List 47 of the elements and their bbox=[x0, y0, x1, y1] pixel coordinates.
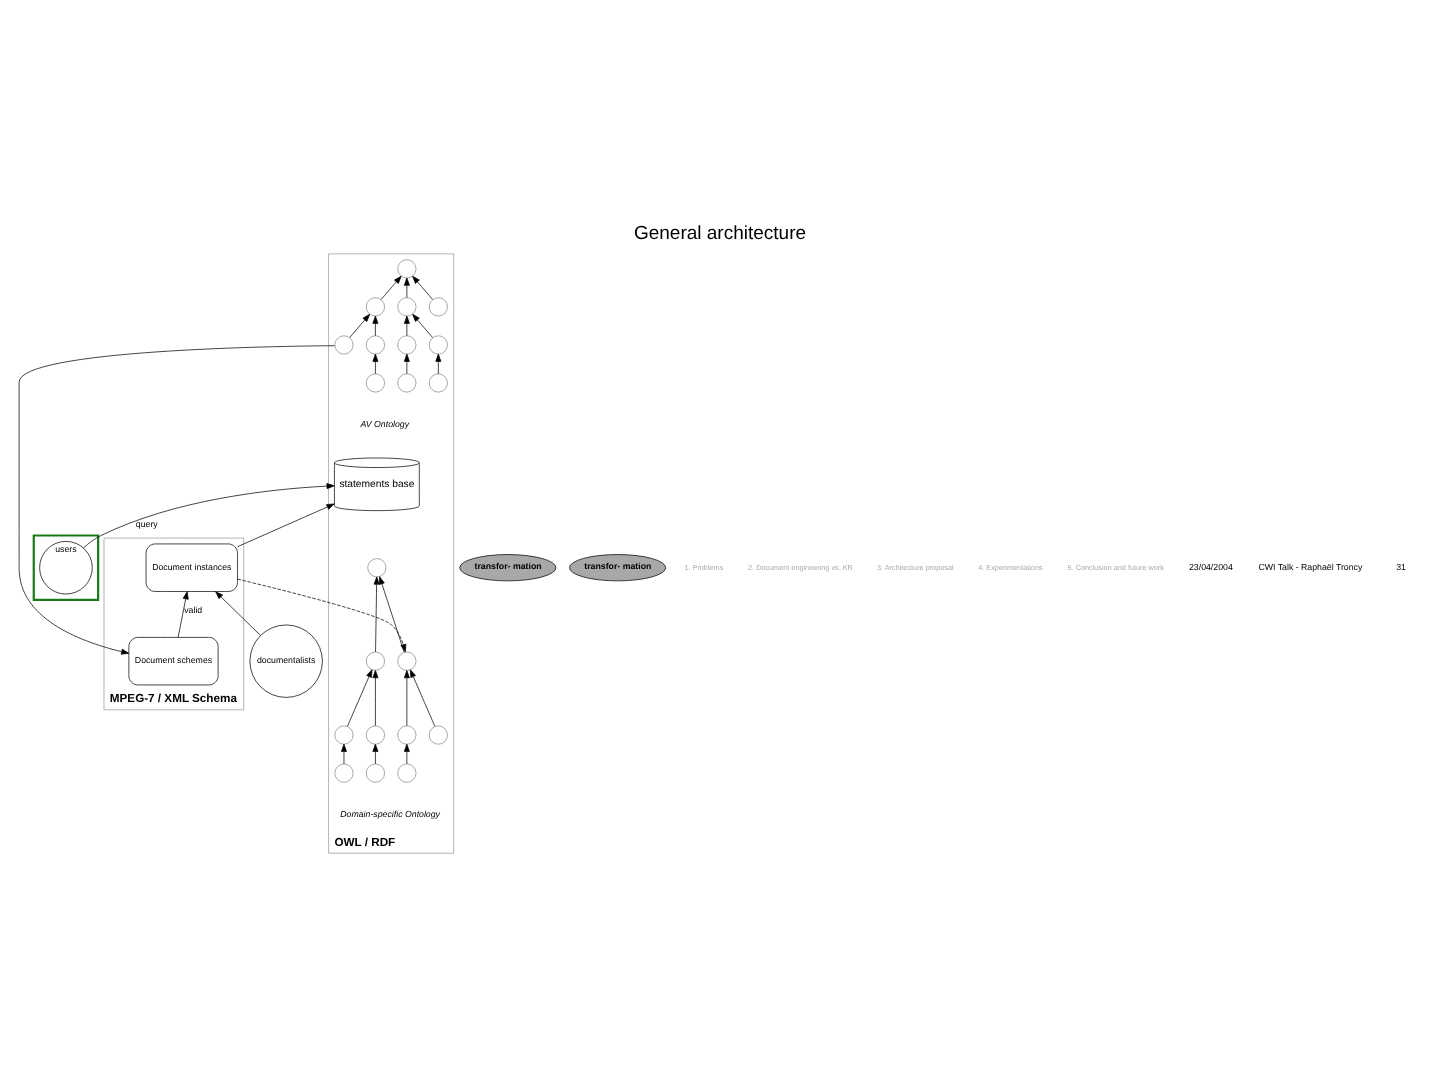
node-circle bbox=[334, 763, 354, 783]
node-circle bbox=[428, 335, 448, 355]
arrow bbox=[237, 503, 335, 548]
arrow bbox=[349, 313, 371, 338]
arrow bbox=[83, 483, 335, 549]
node-circle bbox=[365, 763, 385, 783]
arrow bbox=[403, 277, 410, 299]
arrow bbox=[372, 670, 379, 727]
arrow bbox=[373, 576, 380, 653]
node-circle bbox=[397, 725, 417, 745]
node-circle bbox=[365, 335, 385, 355]
arrow bbox=[435, 353, 442, 375]
node-circle bbox=[397, 259, 417, 279]
arrow bbox=[403, 353, 410, 375]
arrow bbox=[380, 275, 402, 300]
node-circle bbox=[365, 297, 385, 317]
arrow bbox=[18, 345, 335, 655]
node-circle bbox=[428, 297, 448, 317]
arrow bbox=[403, 315, 410, 337]
node-circle bbox=[397, 373, 417, 393]
arrow bbox=[347, 669, 373, 727]
node-circle bbox=[365, 651, 385, 671]
arrow bbox=[372, 315, 379, 337]
diagram-title: General architecture bbox=[633, 223, 807, 246]
node-circle bbox=[365, 373, 385, 393]
arrow bbox=[403, 743, 410, 765]
node-circle bbox=[334, 725, 354, 745]
node-circle bbox=[397, 763, 417, 783]
node-circle bbox=[397, 335, 417, 355]
arrow bbox=[379, 576, 405, 653]
node-circle bbox=[367, 558, 387, 578]
arrow bbox=[215, 591, 261, 636]
node-circle bbox=[334, 335, 354, 355]
arrow bbox=[372, 743, 379, 765]
node-circle bbox=[428, 373, 448, 393]
node-circle bbox=[397, 651, 417, 671]
arrow bbox=[412, 313, 433, 338]
arrow bbox=[412, 275, 433, 300]
arrow bbox=[341, 743, 347, 765]
node-circle bbox=[397, 297, 417, 317]
arrow bbox=[372, 353, 379, 375]
arrow bbox=[403, 670, 410, 727]
arrow bbox=[409, 669, 436, 727]
node-circle bbox=[428, 725, 448, 745]
node-circle bbox=[365, 725, 385, 745]
arrow bbox=[177, 591, 189, 638]
arrow bbox=[237, 578, 407, 653]
